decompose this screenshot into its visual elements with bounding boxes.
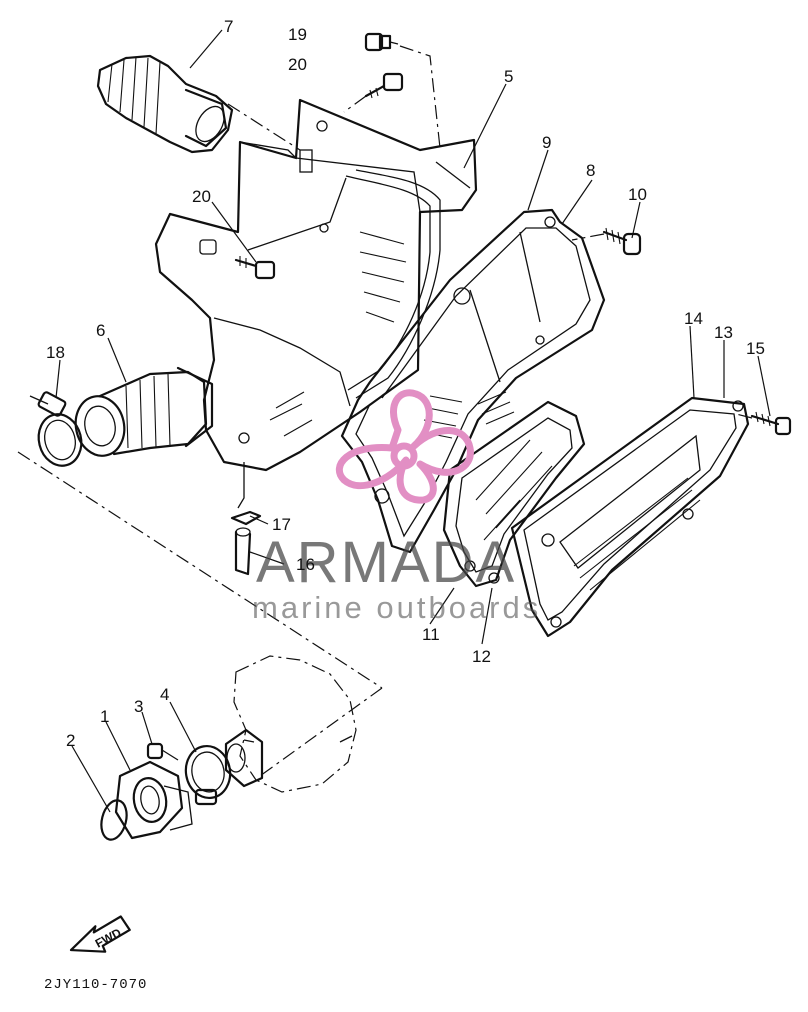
callout-19: 19 [288,25,307,44]
callout-5: 5 [504,67,513,86]
o-ring-2[interactable] [98,798,131,843]
watermark-brand: ARMADA [256,530,516,595]
joint-1[interactable] [114,760,193,840]
bolt-20-lower[interactable] [234,256,276,280]
bolt-3[interactable] [146,742,179,761]
callout-14: 14 [684,309,703,328]
air-intake-duct[interactable] [96,54,234,154]
callout-4: 4 [160,685,169,704]
callout-17: 17 [272,515,291,534]
callout-10: 10 [628,185,647,204]
callout-20-lower: 20 [192,187,211,206]
callout-12: 12 [472,647,491,666]
callout-13: 13 [714,323,733,342]
callout-20-upper: 20 [288,55,307,74]
part-code: 2JY110-7070 [44,977,147,993]
bolt-15[interactable] [750,411,792,436]
callout-2: 2 [66,731,75,750]
callout-8: 8 [586,161,595,180]
callout-leaders [55,29,771,813]
watermark: ARMADA marine outboards [252,389,541,625]
assembly-lines [17,45,753,777]
filter-guide-plate[interactable] [510,396,750,638]
screw-10[interactable] [602,227,642,256]
clip-17[interactable] [230,510,262,526]
bolt-19[interactable] [364,32,399,52]
fwd-arrow-icon: FWD [69,915,131,953]
orchid-flower-logo [335,389,474,504]
callout-3: 3 [134,697,143,716]
callout-7: 7 [224,17,233,36]
drain-hose-16[interactable] [234,527,252,576]
callout-numbers: 7 19 20 5 9 8 10 20 6 18 14 13 15 17 16 … [46,17,765,750]
hose-clamp-18[interactable] [29,391,87,470]
air-filter-case[interactable] [154,98,478,509]
watermark-tagline: marine outboards [252,590,541,625]
carburetor-joint[interactable] [70,366,214,460]
callout-9: 9 [542,133,551,152]
callout-11: 11 [422,625,440,644]
case-cover[interactable] [340,208,606,554]
engine-outline [224,655,357,793]
callout-18: 18 [46,343,65,362]
air-filter-element[interactable] [442,400,586,588]
callout-15: 15 [746,339,765,358]
callout-16: 16 [296,555,315,574]
bolt-20-upper[interactable] [364,72,404,99]
callout-6: 6 [96,321,105,340]
callout-1: 1 [100,707,109,726]
